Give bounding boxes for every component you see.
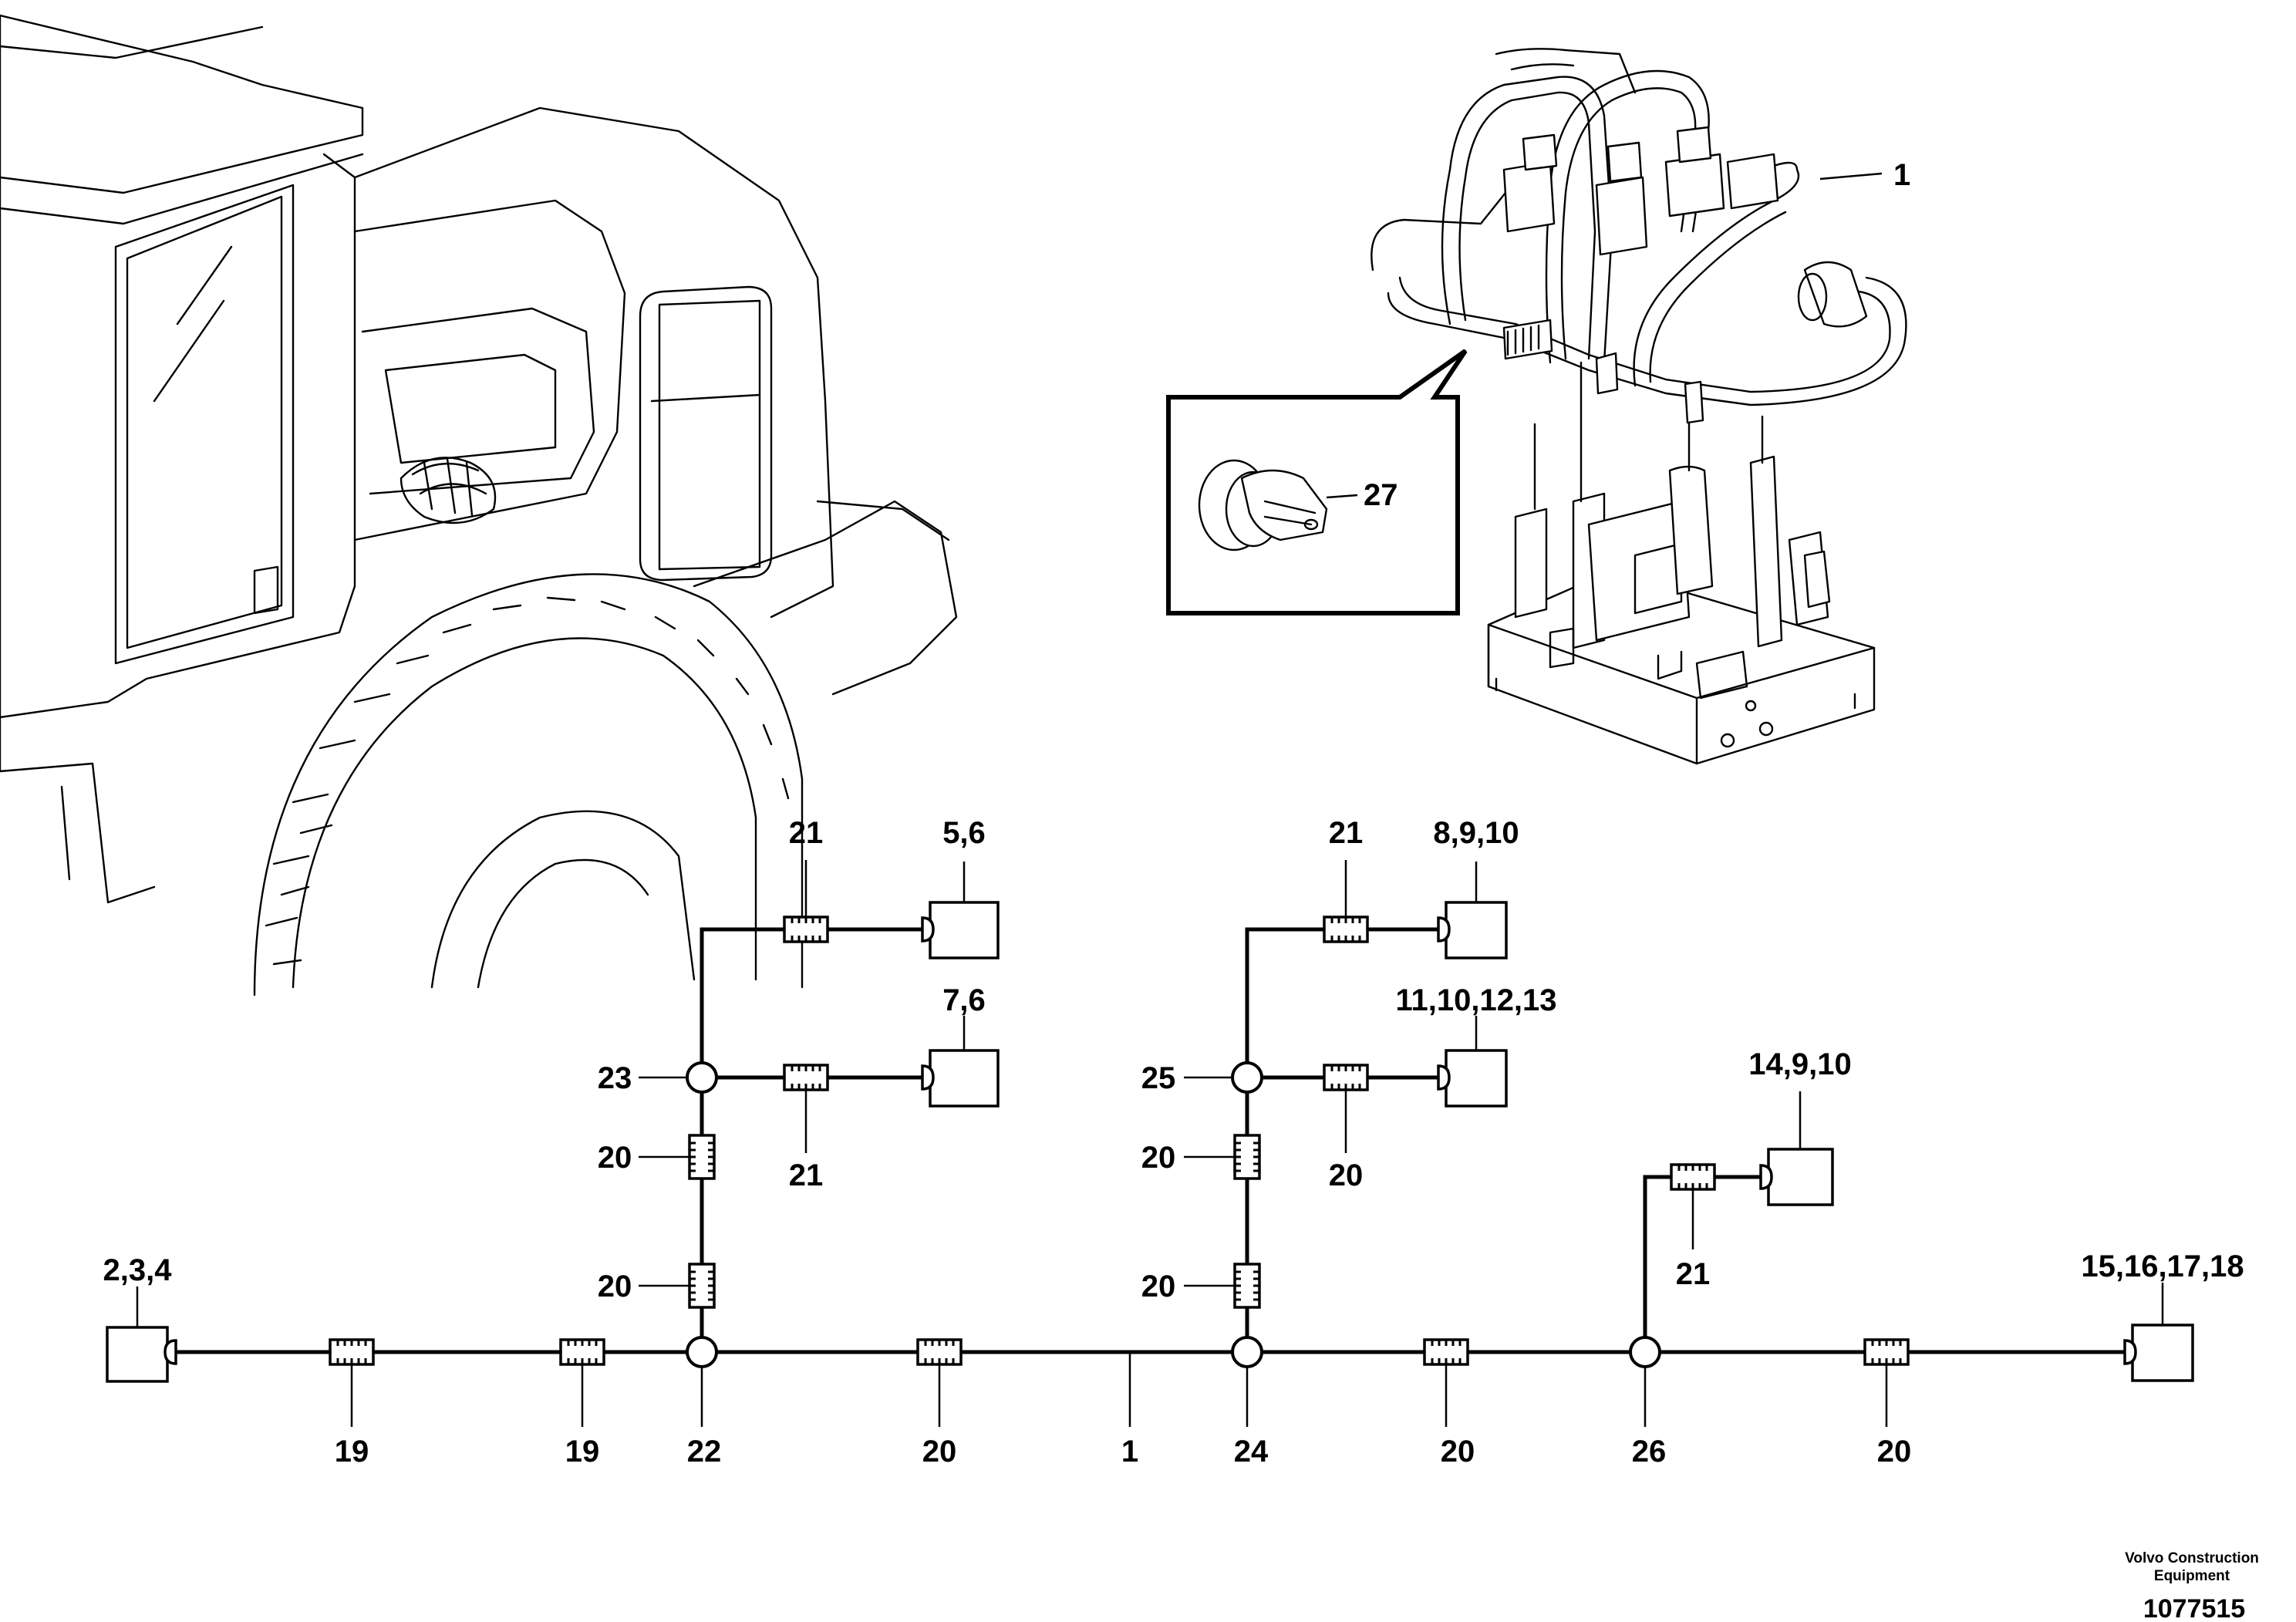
label-2-3-4: 2,3,4 [103, 1253, 173, 1287]
label-21-far-right: 21 [1676, 1257, 1711, 1291]
splice-19b [559, 1338, 605, 1366]
harness-schematic: 2,3,4 5,6 7,6 8,9,10 11,10,12,13 14,9,10… [103, 816, 2244, 1469]
splice-20-bottom2 [1423, 1338, 1469, 1366]
component-box-8-9-10 [1437, 901, 1508, 959]
label-21-left-top: 21 [789, 816, 824, 850]
detail-inset: 27 [1166, 349, 1468, 615]
footer: Volvo Construction Equipment 1077515 [2125, 1550, 2259, 1622]
splice-20-right-mid [1323, 1064, 1369, 1091]
brand-line-1: Volvo Construction [2125, 1550, 2259, 1566]
label-7-6: 7,6 [942, 983, 986, 1017]
component-labels: 2,3,4 5,6 7,6 8,9,10 11,10,12,13 14,9,10… [103, 816, 2244, 1287]
label-20-bottom3: 20 [1877, 1435, 1912, 1469]
label-20-left-lower: 20 [598, 1270, 632, 1303]
machine-illustration [0, 14, 958, 996]
splice-20-left-upper [688, 1134, 716, 1180]
label-20-left-upper: 20 [598, 1141, 632, 1175]
label-23: 23 [598, 1061, 632, 1095]
callout-27: 27 [1364, 478, 1398, 512]
label-20-right-upper: 20 [1141, 1141, 1176, 1175]
component-box-14-9-10 [1759, 1148, 1834, 1206]
component-box-11-10-12-13 [1437, 1049, 1508, 1108]
junction-24 [1231, 1336, 1263, 1368]
label-11-10-12-13: 11,10,12,13 [1395, 983, 1556, 1017]
label-8-9-10: 8,9,10 [1433, 816, 1519, 850]
junction-23 [686, 1061, 718, 1094]
harness-part-labels: 21 21 21 20 21 23 25 20 20 20 20 19 19 2… [335, 816, 1912, 1469]
label-20-right-mid: 20 [1329, 1158, 1364, 1192]
label-20-bottom1: 20 [922, 1435, 957, 1469]
label-24: 24 [1234, 1435, 1269, 1469]
junction-25 [1231, 1061, 1263, 1094]
label-22: 22 [687, 1435, 722, 1469]
component-box-2-3-4 [106, 1326, 177, 1383]
label-5-6: 5,6 [942, 816, 986, 850]
leader-lines [136, 860, 2164, 1427]
label-1: 1 [1121, 1435, 1138, 1469]
label-21-right-top: 21 [1329, 816, 1364, 850]
component-box-7-6 [921, 1049, 1000, 1108]
drawing-id: 1077515 [2143, 1594, 2245, 1622]
label-26: 26 [1632, 1435, 1667, 1469]
callout-1-top: 1 [1893, 158, 1910, 192]
splice-20-bottom3 [1863, 1338, 1910, 1366]
label-20-bottom2: 20 [1441, 1435, 1475, 1469]
splice-20-bottom1 [916, 1338, 963, 1366]
splice-20-right-lower [1233, 1263, 1261, 1309]
brand-line-2: Equipment [2154, 1568, 2230, 1584]
label-20-right-lower: 20 [1141, 1270, 1176, 1303]
label-21-left-mid: 21 [789, 1158, 824, 1192]
splice-20-left-lower [688, 1263, 716, 1309]
splice-20-right-upper [1233, 1134, 1261, 1180]
label-15-16-17-18: 15,16,17,18 [2081, 1249, 2244, 1283]
label-19b: 19 [565, 1435, 600, 1469]
component-box-15-16-17-18 [2123, 1324, 2194, 1382]
clamp-drawing [1198, 459, 1328, 551]
splice-21-left-top [783, 916, 829, 943]
component-box-5-6 [921, 901, 1000, 959]
valve-block-illustration [1371, 48, 1907, 765]
junction-22 [686, 1336, 718, 1368]
splice-21-far-right [1670, 1163, 1716, 1191]
label-19a: 19 [335, 1435, 369, 1469]
splice-19a [329, 1338, 375, 1366]
junction-26 [1629, 1336, 1661, 1368]
splice-21-left-mid [783, 1064, 829, 1091]
label-14-9-10: 14,9,10 [1748, 1047, 1851, 1081]
label-25: 25 [1141, 1061, 1176, 1095]
splice-21-right-top [1323, 916, 1369, 943]
